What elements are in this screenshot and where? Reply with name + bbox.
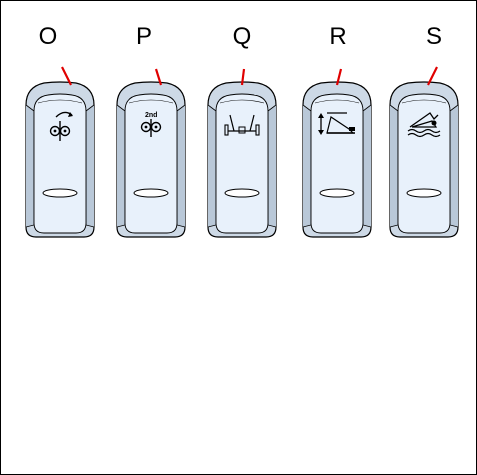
switch-s: [390, 82, 458, 237]
switch-p: 2nd: [117, 82, 185, 237]
switch-q: [208, 82, 276, 237]
switch-r: [303, 82, 371, 237]
svg-text:2nd: 2nd: [145, 112, 157, 119]
switch-o: [26, 82, 94, 237]
